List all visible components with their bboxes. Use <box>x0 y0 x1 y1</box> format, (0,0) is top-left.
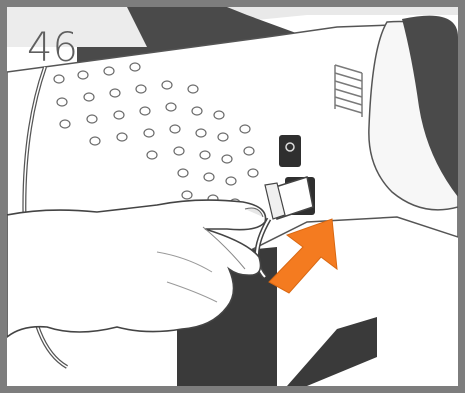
power-switch <box>279 135 301 167</box>
step-number: 46 <box>27 28 78 68</box>
